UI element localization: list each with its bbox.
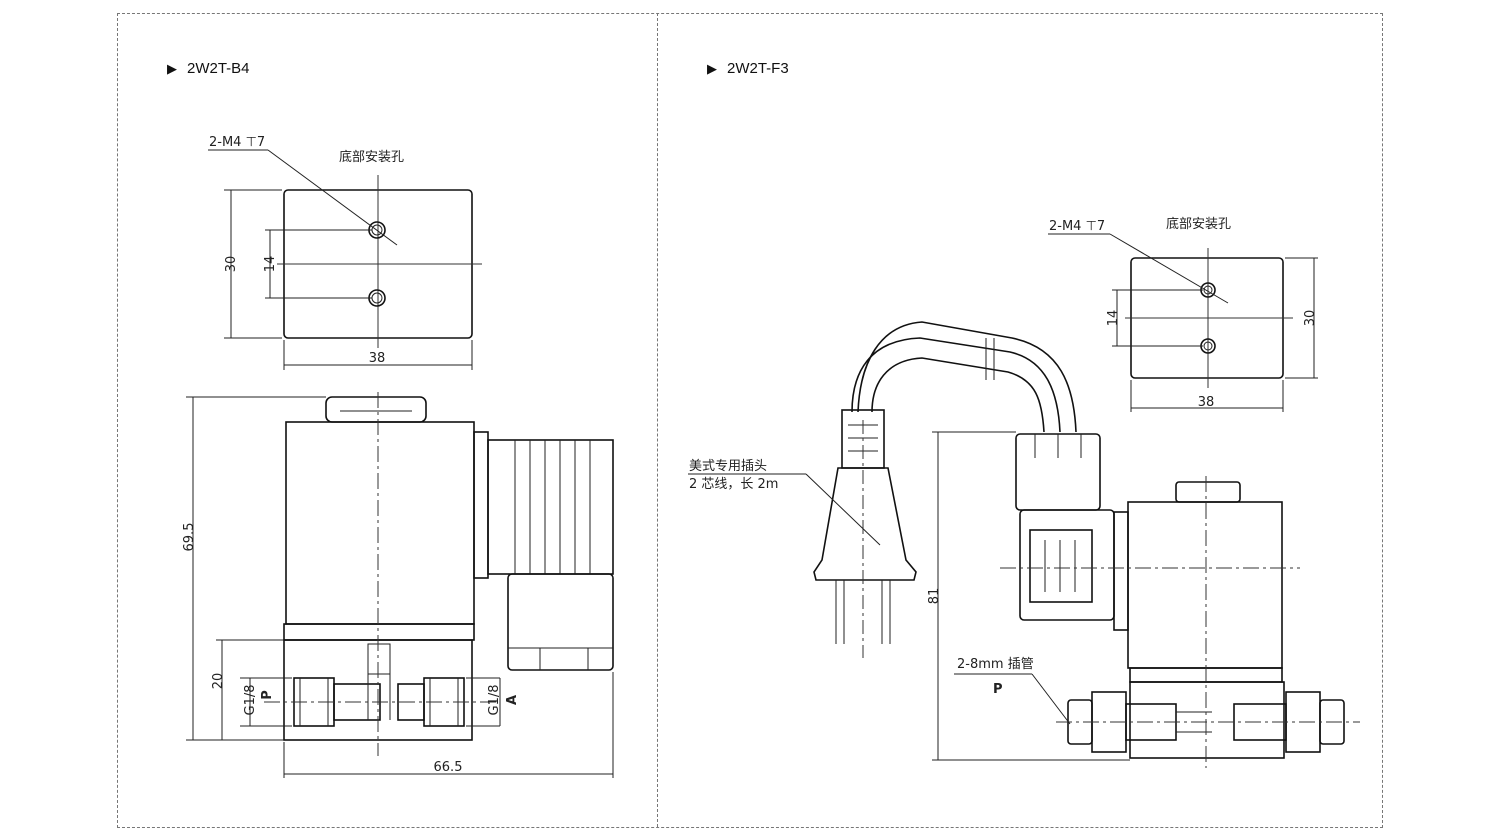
right-dim-30: 30 <box>1303 310 1318 327</box>
left-dim-20: 20 <box>211 673 226 690</box>
right-dim-14: 14 <box>1106 310 1121 327</box>
left-port-left-thread: G1/8 <box>243 685 258 716</box>
left-bottom-view <box>208 149 482 370</box>
right-hole-label: 2-M4 ⊤7 <box>1049 219 1105 234</box>
right-front-view <box>688 321 1360 768</box>
left-front-view <box>186 392 614 778</box>
plug-label-line2: 2 芯线，长 2m <box>689 477 778 492</box>
left-dim-69-5: 69.5 <box>182 523 197 552</box>
left-hole-label: 2-M4 ⊤7 <box>209 135 265 150</box>
tube-label: 2-8mm 插管 <box>957 657 1034 672</box>
panel-divider <box>657 13 658 827</box>
right-dim-81: 81 <box>927 588 942 605</box>
left-mount-label: 底部安装孔 <box>339 149 404 165</box>
left-model-title: ▶2W2T-B4 <box>167 60 250 77</box>
left-port-left-name: P <box>260 690 275 700</box>
left-dim-14: 14 <box>263 256 278 273</box>
left-port-right-thread: G1/8 <box>487 685 502 716</box>
left-port-right-name: A <box>505 695 520 705</box>
drawing-frame <box>117 13 1383 828</box>
triangle-bullet-icon: ▶ <box>167 61 177 76</box>
left-dim-66-5: 66.5 <box>434 760 463 775</box>
triangle-bullet-icon: ▶ <box>707 61 717 76</box>
plug-label-line1: 美式专用插头 <box>689 459 767 474</box>
left-dim-38: 38 <box>369 351 386 366</box>
right-bottom-view <box>1048 233 1318 412</box>
right-port-name: P <box>993 682 1003 697</box>
right-mount-label: 底部安装孔 <box>1166 216 1231 232</box>
left-dim-30: 30 <box>224 256 239 273</box>
right-model-title: ▶2W2T-F3 <box>707 60 789 77</box>
right-dim-38: 38 <box>1198 395 1215 410</box>
